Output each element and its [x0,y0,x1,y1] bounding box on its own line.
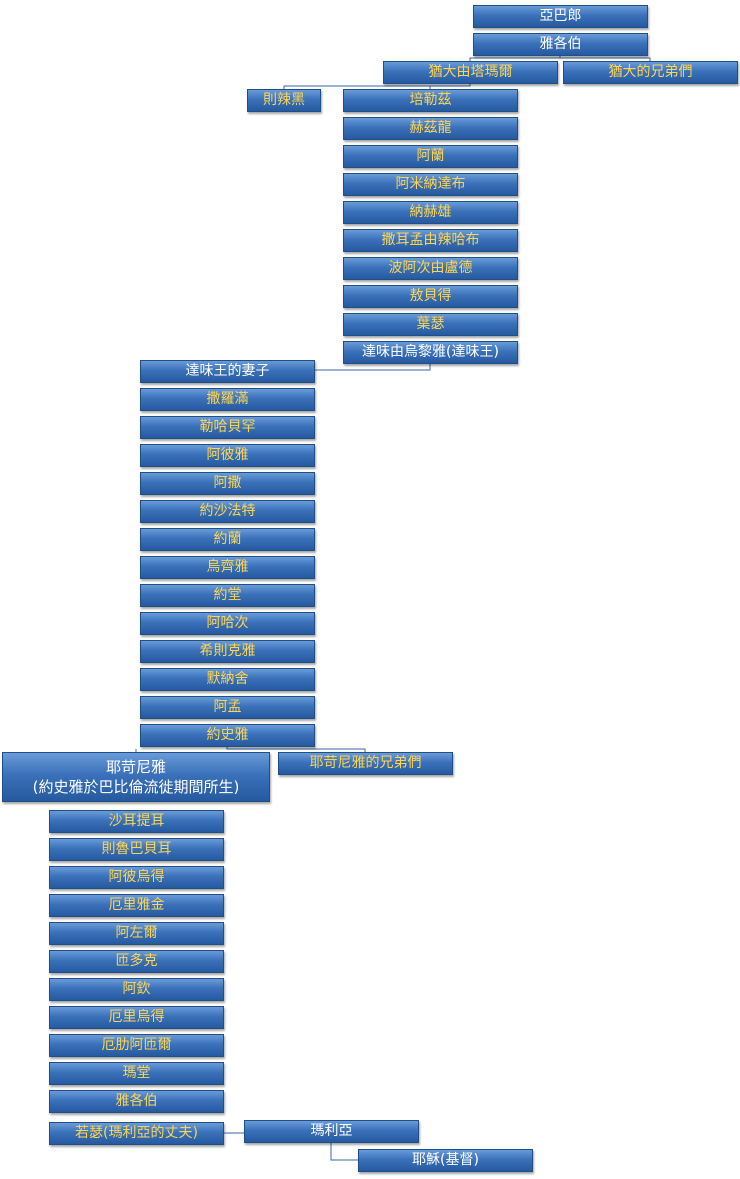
node-joseph: 若瑟(瑪利亞的丈夫) [49,1122,224,1145]
node-hezekiah: 希則克雅 [140,640,315,663]
node-judah-tamar: 猶大由塔瑪爾 [383,61,558,84]
node-jesse: 葉瑟 [343,313,518,336]
node-rehoboam: 勒哈貝罕 [140,416,315,439]
node-eliakim: 厄里雅金 [49,894,224,917]
node-obed: 敖貝得 [343,285,518,308]
node-zerubbabel: 則魯巴貝耳 [49,838,224,861]
node-perez: 培勒茲 [343,89,518,112]
connector-judah-children [283,83,471,89]
node-eliud: 厄里烏得 [49,1006,224,1029]
node-uzziah: 烏齊雅 [140,556,315,579]
connector-jacob-children [469,54,561,61]
node-jacob-2: 雅各伯 [49,1090,224,1113]
node-achim: 阿欽 [49,978,224,1001]
node-azor: 阿左爾 [49,922,224,945]
node-jechoniah-name: 耶苛尼雅 [105,758,166,776]
node-jotham: 約堂 [140,584,315,607]
node-nahshon: 納赫雄 [343,201,518,224]
node-hezron: 赫茲龍 [343,117,518,140]
node-manasseh: 默納舍 [140,668,315,691]
connector-david-wife [315,362,431,371]
node-mary: 瑪利亞 [244,1120,419,1143]
node-zerah: 則辣黑 [247,89,321,112]
node-matthan: 瑪堂 [49,1062,224,1085]
node-amon: 阿孟 [140,696,315,719]
connector-jacob-brothers [560,57,651,61]
node-david-wife: 達味王的妻子 [140,360,315,383]
connector-mary-jesus [330,1143,358,1161]
connector-josiah-children [226,746,366,752]
node-amminadab: 阿米納達布 [343,173,518,196]
node-boaz: 波阿次由盧德 [343,257,518,280]
node-ram: 阿蘭 [343,145,518,168]
node-jacob: 雅各伯 [473,33,648,56]
node-solomon: 撒羅滿 [140,388,315,411]
node-shealtiel: 沙耳提耳 [49,810,224,833]
node-jehoshaphat: 約沙法特 [140,500,315,523]
node-ahaz: 阿哈次 [140,612,315,635]
node-jechoniah-brothers: 耶苛尼雅的兄弟們 [278,752,453,775]
node-abraham: 亞巴郎 [473,5,648,28]
node-david: 達味由烏黎雅(達味王) [343,341,518,364]
node-joram: 約蘭 [140,528,315,551]
node-abijah: 阿彼雅 [140,444,315,467]
node-salmon: 撒耳孟由辣哈布 [343,229,518,252]
node-zadok: 匝多克 [49,950,224,973]
node-jechoniah: 耶苛尼雅 (約史雅於巴比倫流徙期間所生) [2,752,270,802]
node-jechoniah-note: (約史雅於巴比倫流徙期間所生) [32,778,240,796]
node-eleazar: 厄肋阿匝爾 [49,1034,224,1057]
node-abiud: 阿彼烏得 [49,866,224,889]
node-judah-brothers: 猶大的兄弟們 [563,61,738,84]
node-jesus: 耶穌(基督) [358,1149,533,1172]
node-asa: 阿撒 [140,472,315,495]
node-josiah: 約史雅 [140,724,315,747]
